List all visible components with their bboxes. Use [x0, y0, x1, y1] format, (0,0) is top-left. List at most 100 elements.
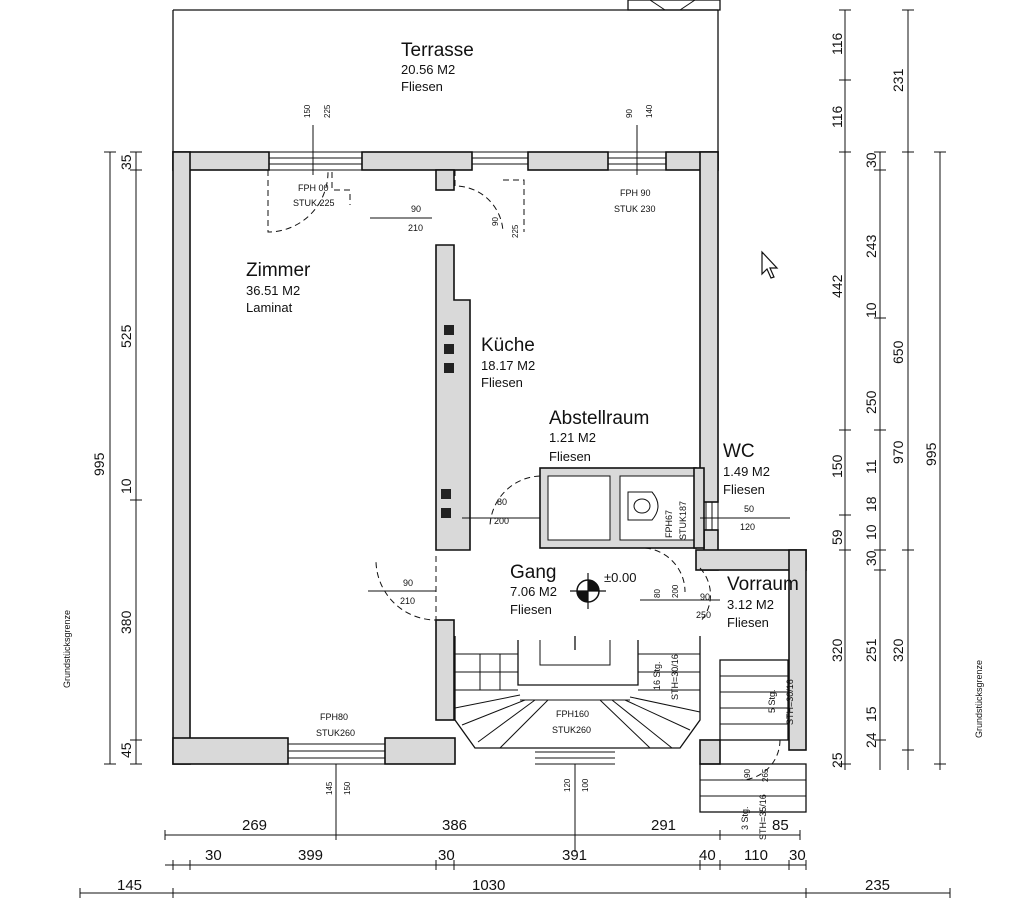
dimension-value: 150 — [829, 454, 845, 478]
room-floor: Fliesen — [727, 615, 769, 630]
dimension-value: 45 — [118, 742, 134, 758]
mouse-cursor-icon — [761, 250, 779, 279]
interior-walls — [435, 169, 705, 721]
dimension-value: 525 — [118, 324, 134, 348]
room-name: Terrasse — [401, 40, 474, 61]
dimension-value: 970 — [890, 440, 906, 464]
dimension-value: 250 — [863, 390, 879, 414]
opening-label: 80 — [497, 497, 507, 507]
dimension-value: 231 — [890, 68, 906, 92]
window-labels: FPH 00 STUK 225 FPH 90 STUK 230 FPH80 ST… — [293, 183, 688, 738]
dimension-value: 243 — [863, 234, 879, 258]
exterior-walls — [172, 151, 807, 765]
dimension-value: 391 — [562, 847, 587, 864]
opening-label: 150 — [343, 781, 352, 795]
room-floor: Fliesen — [401, 79, 443, 94]
opening-label: 90 — [743, 769, 752, 778]
dimension-value: 116 — [829, 105, 845, 128]
opening-label: 90 — [625, 109, 634, 118]
chimney-icons — [441, 325, 454, 518]
stair-label: 3 Stg. — [740, 806, 750, 830]
opening-label: 250 — [696, 610, 711, 620]
dimension-value: 10 — [118, 478, 134, 494]
dimension-value: 1030 — [472, 877, 505, 894]
room-floor: Laminat — [246, 300, 293, 315]
dimension-value: 15 — [863, 706, 879, 722]
room-terrasse: Terrasse 20.56 M2 Fliesen — [401, 40, 474, 94]
opening-label: 100 — [581, 778, 590, 792]
dimension-value: 10 — [863, 302, 879, 318]
toilet-icon — [627, 491, 659, 521]
opening-label: 120 — [740, 522, 755, 532]
dimension-value: 251 — [863, 638, 879, 662]
opening-indicators — [312, 125, 790, 852]
opening-label: 90 — [411, 204, 421, 214]
dimension-value: 650 — [890, 340, 906, 364]
room-floor: Fliesen — [723, 482, 765, 497]
room-name: WC — [723, 441, 755, 462]
room-wc: WC 1.49 M2 Fliesen — [723, 441, 770, 497]
dimension-value: 40 — [699, 847, 716, 864]
stair-label: STH=35/16 — [758, 794, 768, 840]
entry-steps[interactable] — [699, 763, 807, 813]
bottom-dimensions: 269 386 291 85 30 399 30 391 40 110 30 1… — [117, 817, 890, 894]
opening-label: 210 — [408, 223, 423, 233]
dimension-value: 24 — [863, 732, 879, 748]
room-name: Gang — [510, 562, 556, 583]
opening-label: 225 — [511, 224, 520, 238]
window-label: STUK 230 — [614, 204, 656, 214]
dimension-lines — [79, 9, 951, 898]
dimension-value: 85 — [772, 817, 789, 834]
dimension-value: 320 — [829, 638, 845, 662]
dimension-value: 320 — [890, 638, 906, 662]
opening-label: 225 — [323, 104, 332, 118]
dimension-value: 442 — [829, 274, 845, 298]
room-zimmer: Zimmer 36.51 M2 Laminat — [246, 260, 311, 315]
opening-label: 120 — [563, 778, 572, 792]
boundary-label-right: Grundstücksgrenze — [974, 660, 984, 738]
room-floor: Fliesen — [510, 602, 552, 617]
stair-label: STH=30/16 — [785, 679, 795, 725]
dimension-value: 110 — [744, 847, 768, 864]
dimension-value: 30 — [789, 847, 806, 864]
room-floor: Fliesen — [549, 449, 591, 464]
dimension-value: 30 — [863, 152, 879, 168]
level-mark: ±0.00 — [604, 570, 636, 585]
dimension-value: 399 — [298, 847, 323, 864]
window-label: STUK260 — [316, 728, 355, 738]
dimension-value: 25 — [829, 752, 845, 768]
dimension-value: 30 — [438, 847, 455, 864]
room-area: 1.21 M2 — [549, 430, 596, 445]
dimension-value: 30 — [205, 847, 222, 864]
opening-label: 140 — [645, 104, 654, 118]
window-label: FPH 90 — [620, 188, 651, 198]
opening-label: 145 — [325, 781, 334, 795]
room-area: 36.51 M2 — [246, 283, 300, 298]
room-area: 20.56 M2 — [401, 62, 455, 77]
room-name: Küche — [481, 335, 535, 356]
window-label: STUK260 — [552, 725, 591, 735]
opening-label: 50 — [744, 504, 754, 514]
opening-label: 200 — [494, 516, 509, 526]
opening-label: 200 — [671, 584, 680, 598]
room-name: Abstellraum — [549, 408, 649, 429]
room-area: 3.12 M2 — [727, 597, 774, 612]
room-kueche: Küche 18.17 M2 Fliesen — [481, 335, 535, 390]
main-staircase[interactable] — [454, 636, 701, 749]
dimension-value: 10 — [863, 524, 879, 540]
window-label: FPH 00 — [298, 183, 329, 193]
dimension-value: 18 — [863, 496, 879, 512]
vorraum-stair[interactable] — [719, 659, 789, 741]
dimension-value: 235 — [865, 877, 890, 894]
dimension-value: 116 — [829, 32, 845, 55]
window-label: FPH80 — [320, 712, 348, 722]
dimension-value: 35 — [118, 154, 134, 170]
dimension-value: 145 — [117, 877, 142, 894]
opening-label: 90 — [403, 578, 413, 588]
opening-label: 210 — [400, 596, 415, 606]
stair-label: 16 Stg. — [652, 661, 662, 690]
room-vorraum: Vorraum 3.12 M2 Fliesen — [727, 574, 799, 630]
room-abstellraum: Abstellraum 1.21 M2 Fliesen — [549, 408, 649, 464]
window-label: FPH67 — [664, 510, 674, 538]
stair-label: STH=30/16 — [670, 654, 680, 700]
